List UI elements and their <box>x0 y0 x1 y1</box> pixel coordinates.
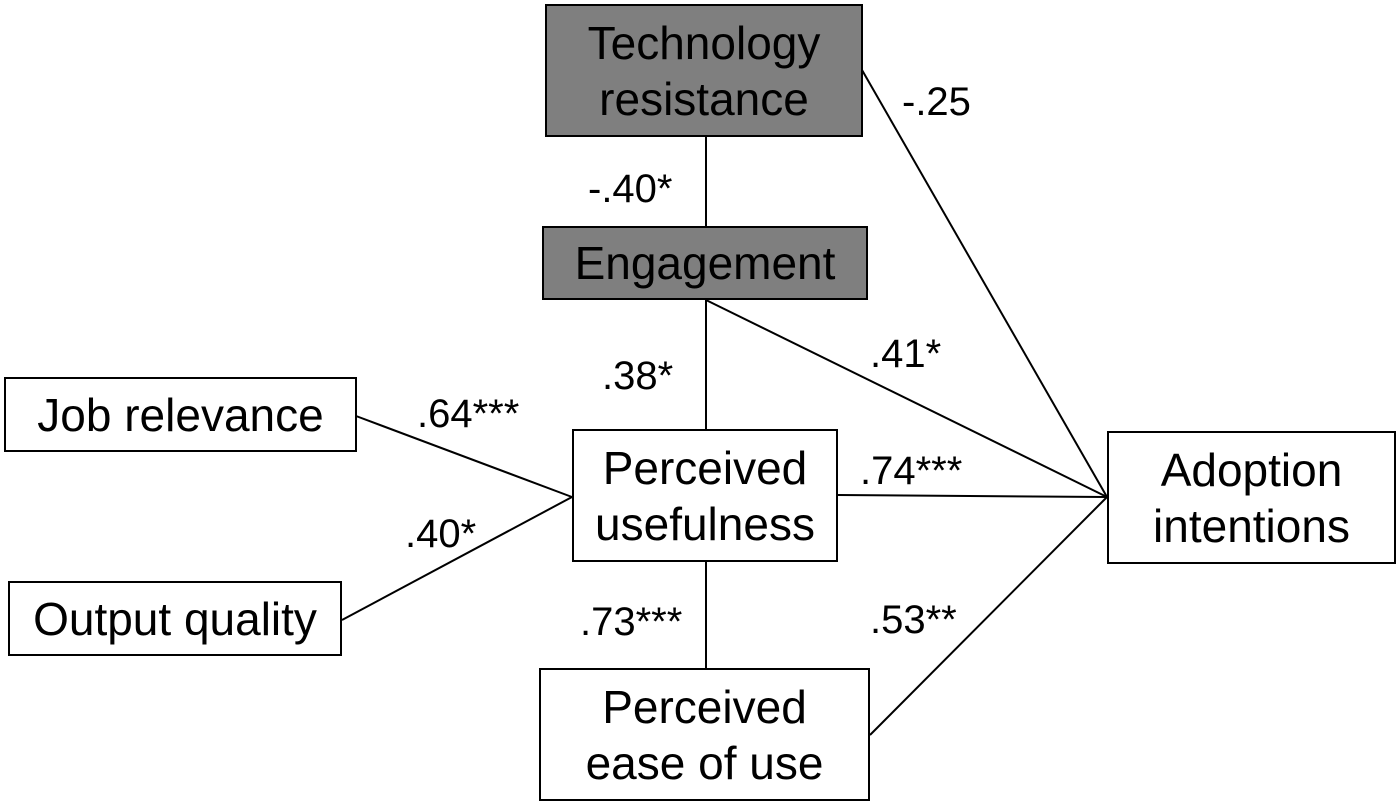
node-output-quality: Output quality <box>8 581 342 656</box>
node-engagement: Engagement <box>542 226 868 300</box>
node-adoption-intentions: Adoption intentions <box>1107 431 1396 564</box>
coefficient-perceived-ease-of-use-perceived-usefulness: .73*** <box>580 600 683 644</box>
coefficient-job-relevance-perceived-usefulness: .64*** <box>417 392 520 436</box>
coefficient-technology-resistance-adoption-intentions: -.25 <box>902 80 971 124</box>
node-label: Job relevance <box>37 388 324 441</box>
coefficient-perceived-ease-of-use-adoption-intentions: .53** <box>870 598 957 642</box>
node-label: Perceived ease of use <box>585 680 824 789</box>
edge-technology-resistance-adoption-intentions <box>861 69 1108 498</box>
node-job-relevance: Job relevance <box>4 377 357 452</box>
edge-job-relevance-perceived-usefulness <box>355 415 573 498</box>
node-label: Engagement <box>574 237 836 289</box>
node-perceived-ease-of-use: Perceived ease of use <box>539 668 870 801</box>
node-label: Output quality <box>33 592 317 645</box>
edge-engagement-adoption-intentions <box>705 299 1108 498</box>
coefficient-perceived-usefulness-adoption-intentions: .74*** <box>860 449 963 493</box>
edge-perceived-usefulness-adoption-intentions <box>837 494 1108 498</box>
coefficient-output-quality-perceived-usefulness: .40* <box>405 512 477 556</box>
coefficient-technology-resistance-engagement: -.40* <box>588 167 673 211</box>
coefficient-engagement-adoption-intentions: .41* <box>870 332 942 376</box>
coefficient-engagement-perceived-usefulness: .38* <box>602 354 674 398</box>
node-label: Technology resistance <box>587 16 821 125</box>
node-perceived-usefulness: Perceived usefulness <box>572 429 838 562</box>
node-label: Perceived usefulness <box>595 441 815 550</box>
node-label: Adoption intentions <box>1153 443 1350 552</box>
edge-output-quality-perceived-usefulness <box>341 496 573 621</box>
node-technology-resistance: Technology resistance <box>545 4 863 137</box>
edge-perceived-ease-of-use-adoption-intentions <box>869 496 1108 736</box>
